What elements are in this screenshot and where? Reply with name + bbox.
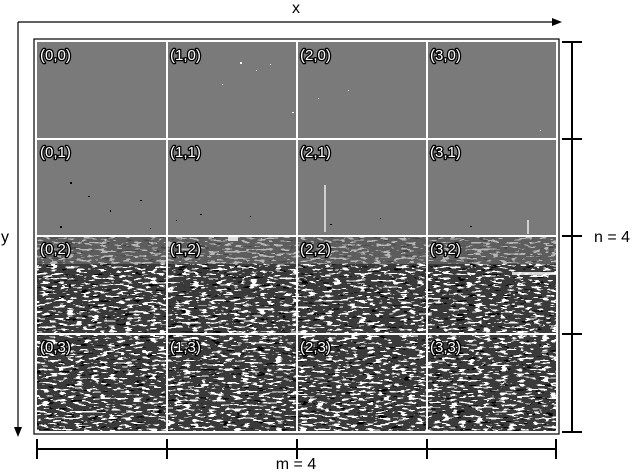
- m-dimension-bracket: [36, 439, 557, 459]
- n-dimension-bracket: [562, 41, 582, 433]
- boat-object: [228, 236, 238, 241]
- x-axis-arrow: [18, 18, 562, 26]
- x-axis-label: x: [292, 0, 300, 17]
- cell-label: (3,1): [430, 144, 461, 161]
- cell-label: (0,2): [40, 241, 71, 258]
- m-dimension-label: m = 4: [276, 456, 317, 473]
- cell-label: (1,0): [170, 47, 201, 64]
- cell-label: (3,2): [430, 241, 461, 258]
- y-axis-label: y: [1, 229, 9, 246]
- n-dimension-label: n = 4: [594, 229, 630, 246]
- cell-label: (0,1): [40, 144, 71, 161]
- cell-labels: (0,0) (1,0) (2,0) (3,0) (0,1) (1,1) (2,1) (3,1)…: [39, 46, 462, 358]
- grid-lines: [37, 42, 556, 431]
- y-axis-arrow: [14, 22, 22, 437]
- cell-label: (2,2): [300, 241, 331, 258]
- shore-streak: [512, 272, 556, 275]
- cell-label: (1,2): [170, 241, 201, 258]
- cell-label: (2,1): [300, 144, 331, 161]
- image-frame: [33, 38, 560, 435]
- cell-label: (3,3): [430, 339, 461, 356]
- sky-specks: [222, 62, 541, 131]
- cell-label: (0,0): [40, 47, 71, 64]
- cell-label: (1,3): [170, 339, 201, 356]
- cell-label: (1,1): [170, 144, 201, 161]
- sky-dark-specks: [60, 182, 472, 229]
- cell-label: (3,0): [430, 47, 461, 64]
- cell-label: (0,3): [40, 339, 71, 356]
- cell-label: (2,0): [300, 47, 331, 64]
- cell-label: (2,3): [300, 339, 331, 356]
